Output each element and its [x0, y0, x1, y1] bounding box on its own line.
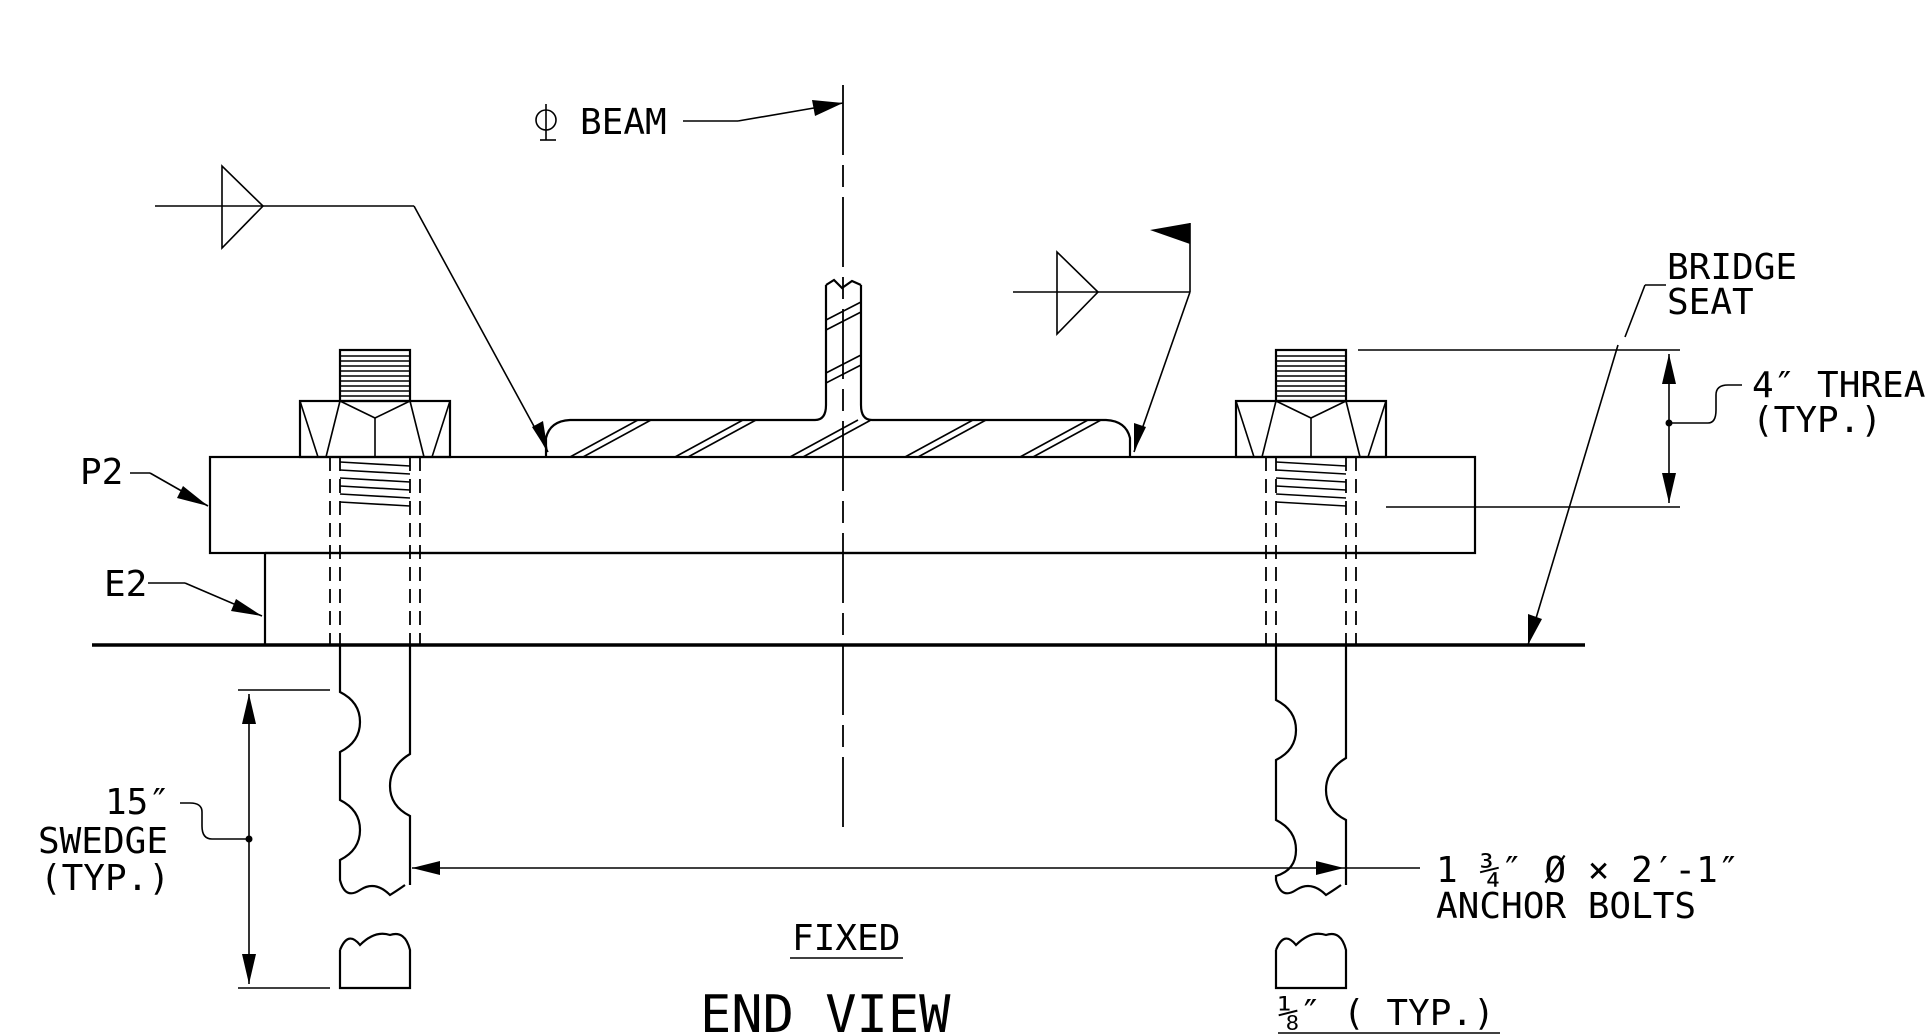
view-subtitle: FIXED	[792, 918, 900, 959]
e2-leader	[148, 582, 263, 617]
right-anchor-bolt	[1234, 348, 1388, 990]
p2-label: P2	[80, 452, 123, 493]
bolt-spacing-dimension	[412, 861, 1420, 875]
right-weld-symbol	[1013, 223, 1191, 453]
e2-label: E2	[104, 564, 147, 605]
thread-label-1: 4″ THREAD	[1752, 365, 1927, 406]
left-weld-symbol	[155, 164, 549, 453]
p2-leader	[130, 472, 209, 507]
thread-dimension	[1358, 349, 1742, 508]
swedge-label-1: 15″	[105, 782, 170, 823]
bridge-seat-label-2: SEAT	[1667, 282, 1754, 323]
swedge-dimension	[180, 689, 330, 989]
beam-section	[544, 278, 1132, 458]
bridge-seat-leader	[1527, 284, 1666, 646]
gap-label: ⅛″ ( TYP.)	[1278, 993, 1495, 1034]
swedge-label-3: (TYP.)	[40, 858, 170, 899]
bridge-seat-label-1: BRIDGE	[1667, 247, 1797, 288]
swedge-label-2: SWEDGE	[38, 821, 168, 862]
anchor-bolt-label-2: ANCHOR BOLTS	[1436, 886, 1696, 927]
anchor-bolt-label-1: 1 ¾″ Ø × 2′-1″	[1436, 850, 1739, 891]
left-anchor-bolt	[298, 348, 452, 990]
cl-beam-label: BEAM	[580, 102, 667, 143]
view-title: END VIEW	[700, 985, 951, 1036]
cl-beam-leader	[535, 100, 844, 141]
thread-label-2: (TYP.)	[1752, 400, 1882, 441]
